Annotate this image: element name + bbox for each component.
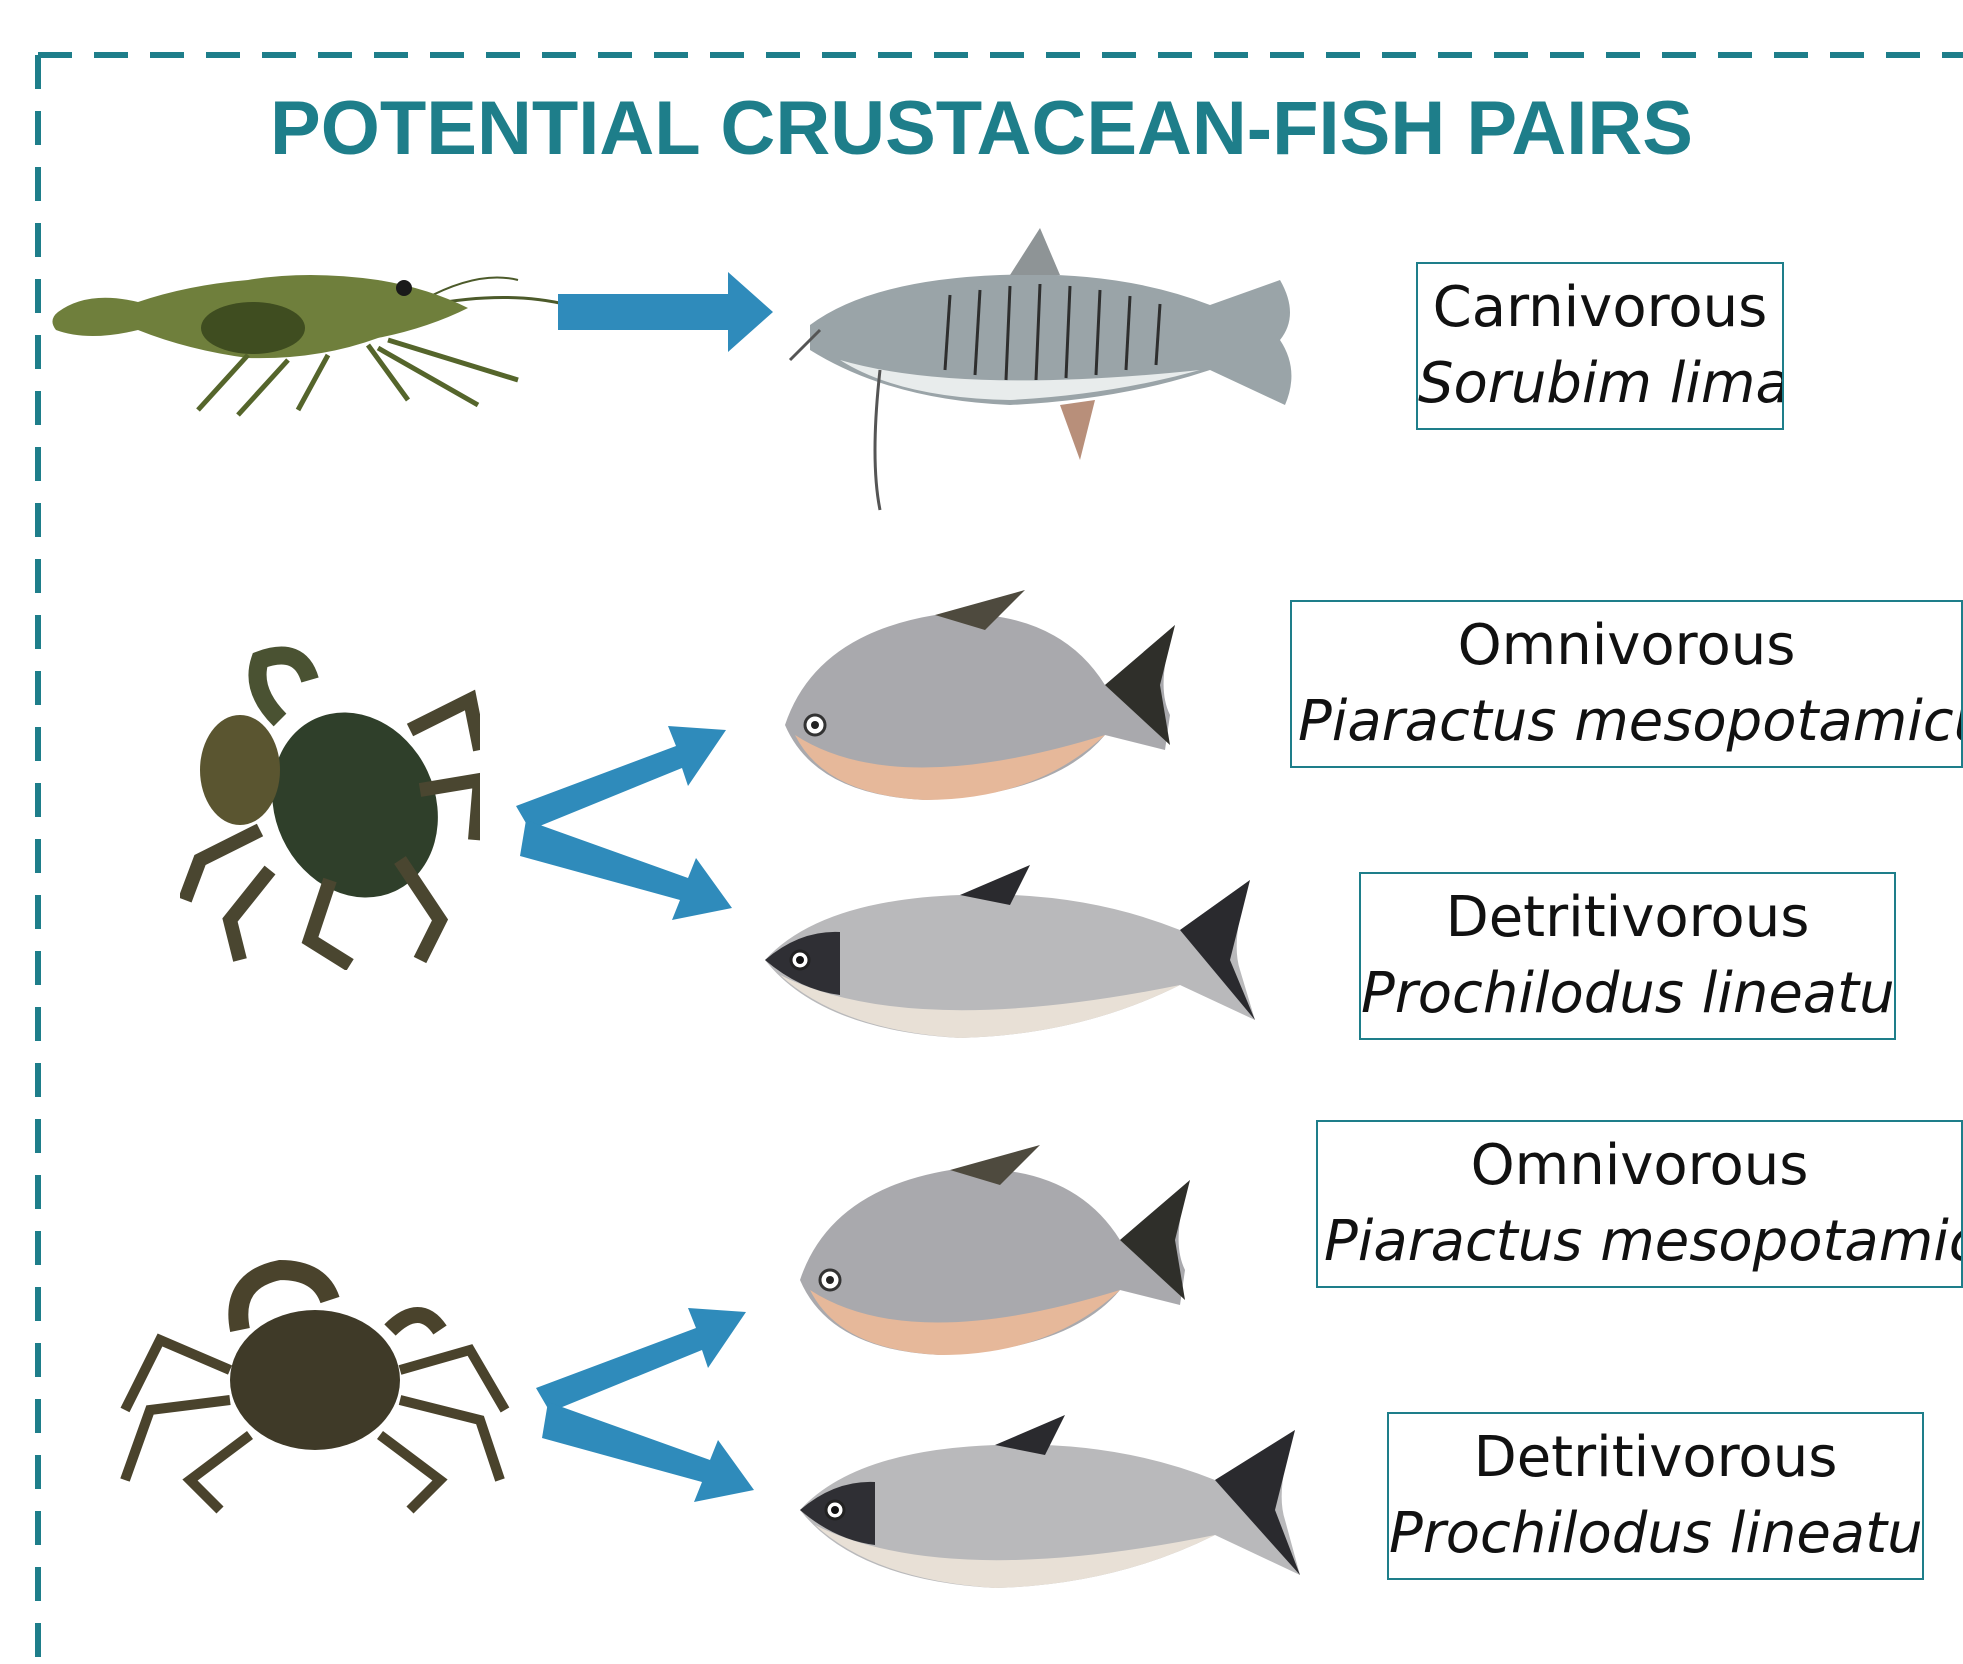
arrow-crab-to-curimbata — [520, 820, 750, 930]
pacu-fish-image-row3 — [790, 1140, 1220, 1360]
diet-label: Detritivorous — [1389, 1420, 1922, 1496]
arrow-crab2-to-curimbata — [542, 1402, 772, 1512]
diet-label: Carnivorous — [1418, 270, 1782, 346]
diet-label: Detritivorous — [1361, 880, 1894, 956]
crab-image — [120, 1260, 510, 1520]
diet-label: Omnivorous — [1318, 1128, 1961, 1204]
label-box-row1: Carnivorous Sorubim lima — [1416, 262, 1784, 430]
label-box-row2-detritivorous: Detritivorous Prochilodus lineatus — [1359, 872, 1896, 1040]
arrow-shrimp-to-catfish — [558, 272, 778, 352]
species-label: Piaractus mesopotamicus — [1318, 1204, 1961, 1280]
pacu-fish-image-row2 — [775, 585, 1205, 805]
arrow-crab-to-pacu — [516, 708, 736, 838]
species-label: Piaractus mesopotamicus — [1292, 684, 1961, 760]
diagram-title: POTENTIAL CRUSTACEAN-FISH PAIRS — [0, 85, 1963, 172]
curimbata-fish-image-row3 — [795, 1410, 1315, 1610]
diet-label: Omnivorous — [1292, 608, 1961, 684]
arrow-crab2-to-pacu — [536, 1290, 756, 1420]
species-label: Sorubim lima — [1418, 346, 1782, 422]
label-box-row2-omnivorous: Omnivorous Piaractus mesopotamicus — [1290, 600, 1963, 768]
curimbata-fish-image-row2 — [760, 860, 1260, 1060]
label-box-row3-detritivorous: Detritivorous Prochilodus lineatus — [1387, 1412, 1924, 1580]
shrimp-image — [48, 250, 568, 420]
species-label: Prochilodus lineatus — [1361, 956, 1894, 1032]
crayfish-crab-image — [180, 640, 480, 970]
label-box-row3-omnivorous: Omnivorous Piaractus mesopotamicus — [1316, 1120, 1963, 1288]
catfish-image — [780, 220, 1300, 520]
species-label: Prochilodus lineatus — [1389, 1496, 1922, 1572]
